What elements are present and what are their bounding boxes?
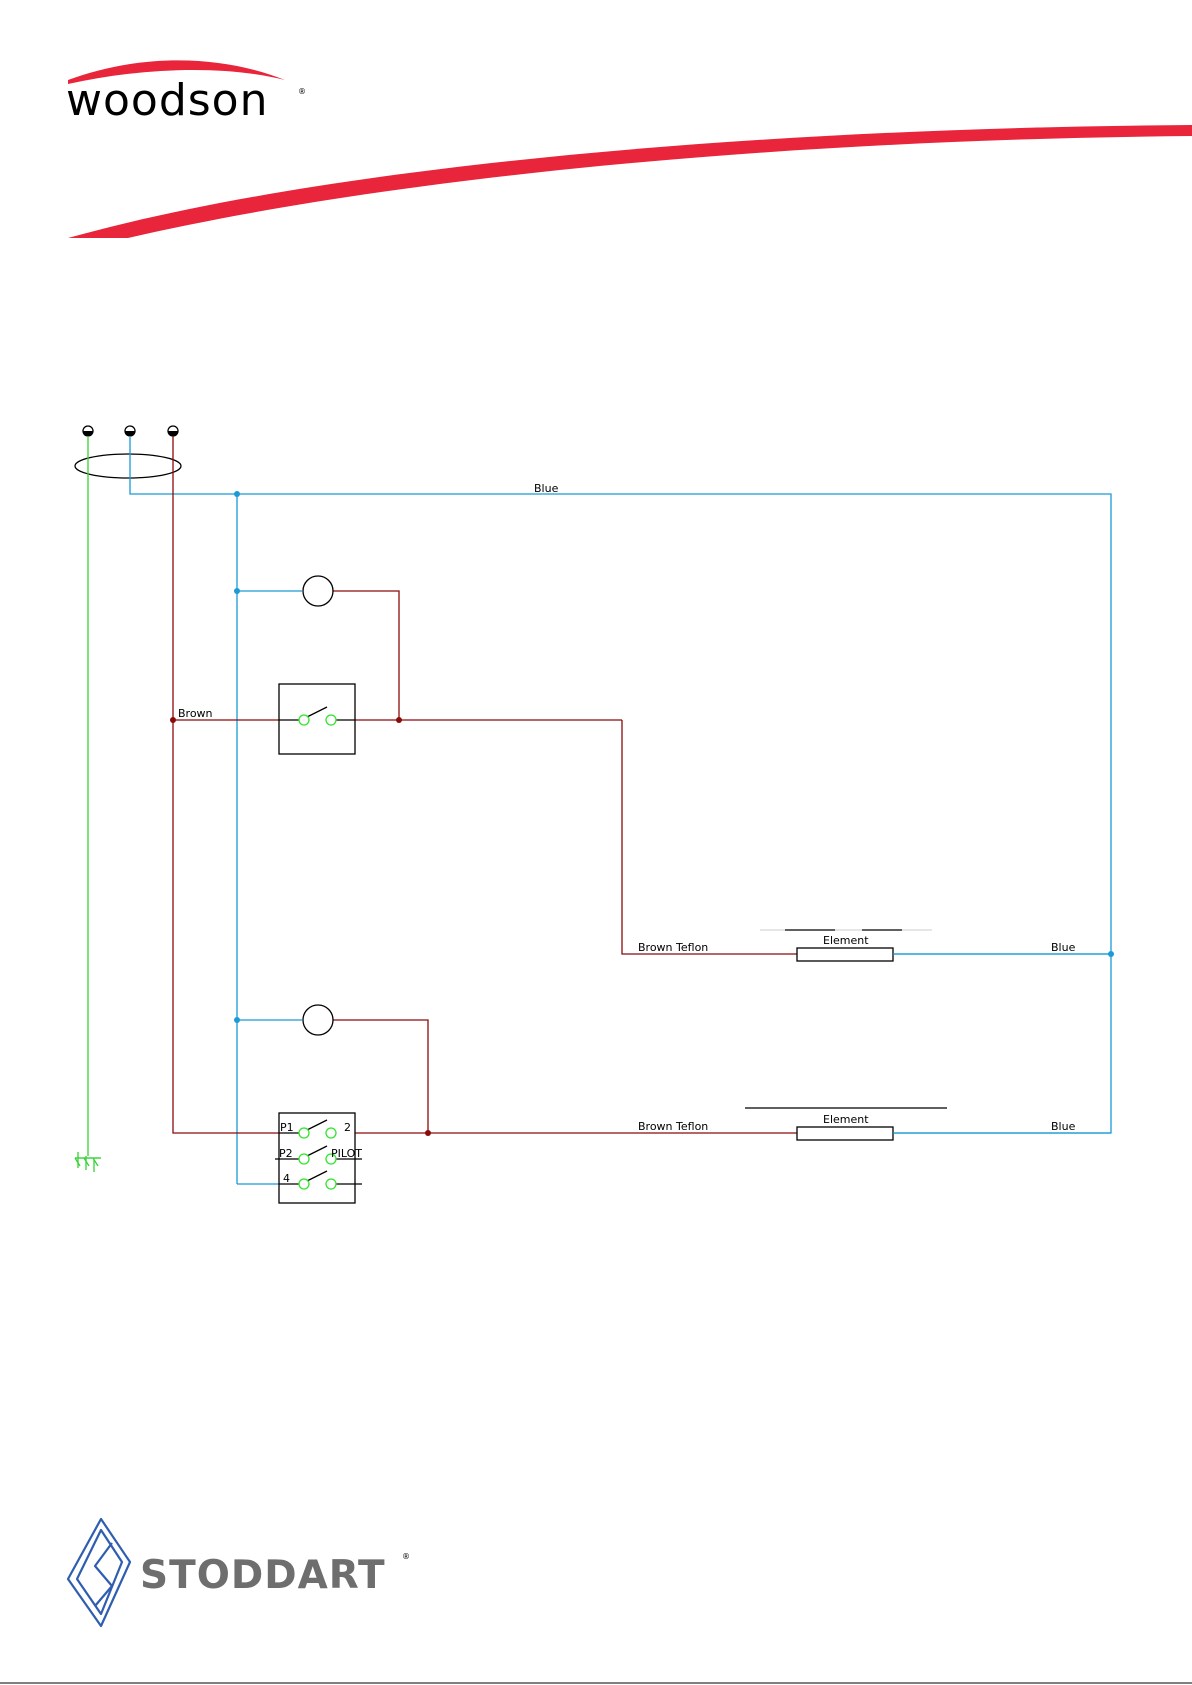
live-terminal-icon (168, 426, 178, 436)
upper-switch (279, 684, 355, 754)
label-element-1: Element (823, 934, 869, 947)
label-blue-1: Blue (1051, 941, 1076, 954)
earth-wire (75, 436, 101, 1166)
indicator-lamp-2 (303, 1005, 333, 1035)
label-brown: Brown (178, 707, 213, 720)
label-pilot: PILOT (331, 1147, 362, 1160)
woodson-wordmark: woodson (66, 75, 269, 126)
stoddart-emblem-icon (68, 1519, 130, 1626)
earth-terminal-icon (83, 426, 93, 436)
label-element-2: Element (823, 1113, 869, 1126)
label-blue-top: Blue (534, 482, 559, 495)
label-terminal-4: 4 (283, 1172, 290, 1185)
stoddart-registered-mark: ® (402, 1552, 410, 1561)
wiring-diagram (75, 426, 1114, 1203)
neutral-wiring (130, 436, 1111, 1184)
supply-terminals (83, 426, 178, 436)
label-p1: P1 (280, 1121, 294, 1134)
stoddart-logo: STODDART ® (68, 1519, 410, 1626)
indicator-lamp-1 (303, 576, 333, 606)
label-brown-teflon-1: Brown Teflon (638, 941, 708, 954)
label-terminal-2: 2 (344, 1121, 351, 1134)
supply-cable-sheath (75, 454, 181, 478)
header-swoosh (68, 125, 1192, 238)
woodson-registered-mark: ® (298, 87, 306, 96)
stoddart-wordmark: STODDART (140, 1553, 386, 1598)
label-blue-2: Blue (1051, 1120, 1076, 1133)
live-wiring (173, 436, 797, 1133)
woodson-logo: woodson ® (66, 60, 306, 126)
label-p2: P2 (279, 1147, 293, 1160)
label-brown-teflon-2: Brown Teflon (638, 1120, 708, 1133)
live-junctions (170, 717, 431, 1136)
neutral-terminal-icon (125, 426, 135, 436)
